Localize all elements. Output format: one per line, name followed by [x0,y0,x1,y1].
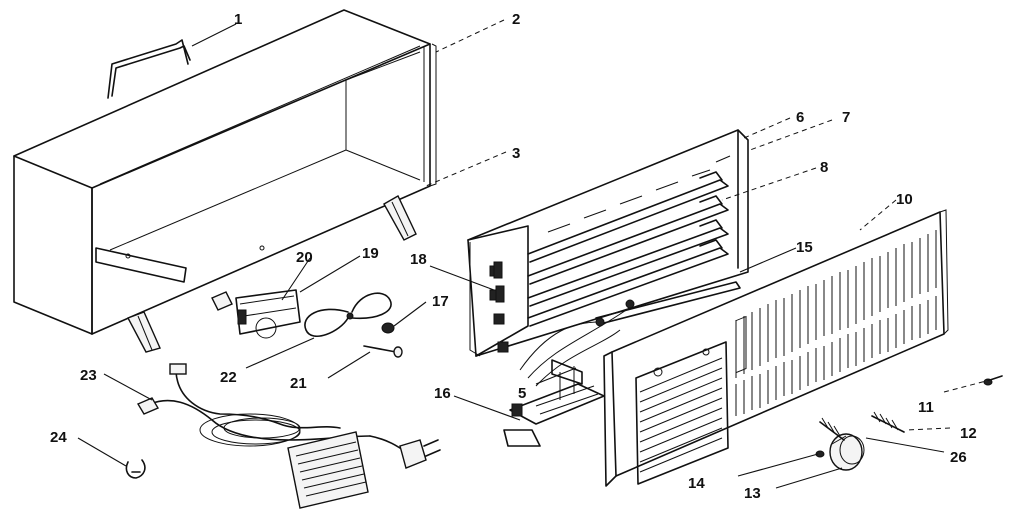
callout-16: 16 [434,385,451,402]
callout-19: 19 [362,245,379,262]
leader-lines [77,19,991,489]
callout-20: 20 [296,249,313,266]
strain-relief-part [125,459,146,479]
callout-21: 21 [290,375,307,392]
callout-8: 8 [820,159,828,176]
heating-element-assembly-part [467,129,749,387]
front-grille-panel-part [603,209,949,487]
terminal-block-part [493,261,505,303]
callout-11: 11 [918,399,934,416]
switch-bracket-part [503,359,605,447]
callout-23: 23 [80,367,97,384]
callout-15: 15 [796,239,813,256]
fan-blade-part [304,292,392,337]
callout-1: 1 [234,11,242,28]
control-knob-part [829,433,865,471]
callout-24: 24 [50,429,67,446]
callout-22: 22 [220,369,237,386]
callout-17: 17 [432,293,449,310]
callout-10: 10 [896,191,913,208]
handle-part [107,39,191,99]
callout-6: 6 [796,109,804,126]
callout-14: 14 [688,475,705,492]
callout-26: 26 [950,449,967,466]
callout-12: 12 [960,425,977,442]
callout-3: 3 [512,145,520,162]
callout-13: 13 [744,485,761,502]
callout-2: 2 [512,11,520,28]
thermostat-part [211,289,301,339]
springs-part [819,411,905,441]
shaft-screw-part [363,345,403,358]
callout-5: 5 [518,385,526,402]
callout-18: 18 [410,251,427,268]
callout-labels: 1 2 3 5 6 7 8 10 11 12 13 14 15 16 17 18… [50,11,977,502]
power-cord-part [136,363,441,509]
nut-part [381,322,395,334]
callout-7: 7 [842,109,850,126]
cabinet-housing-part [13,9,437,353]
